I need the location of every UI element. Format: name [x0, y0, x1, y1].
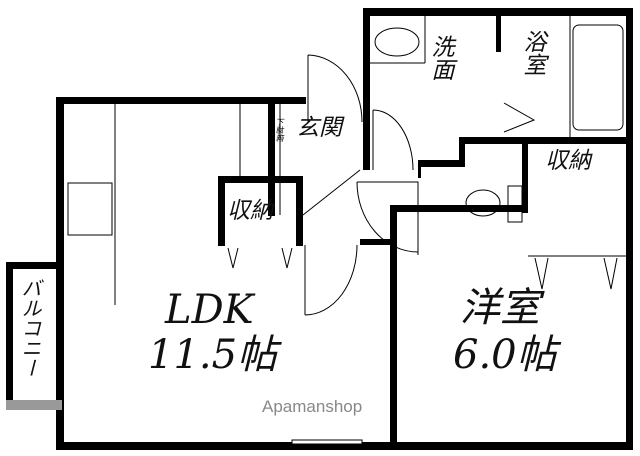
western-room-size: 6.0帖 [453, 332, 557, 378]
watermark: Apamanshop [262, 397, 363, 416]
ldk-name: LDK [165, 287, 254, 333]
bath-label: 浴室 [519, 30, 545, 76]
western-room-name: 洋室 [460, 285, 540, 331]
shoe-storage-label: 下駄箱 [275, 118, 284, 142]
balcony-rail [6, 400, 62, 410]
washroom-label: 洗面 [427, 35, 453, 81]
fixtures [61, 16, 631, 445]
storage-right-label: 収納 [545, 148, 591, 174]
balcony-label: バルコニー [18, 278, 42, 378]
ldk-size: 11.5帖 [148, 332, 278, 378]
storage-small-label: 収納 [227, 198, 273, 224]
entrance-label: 玄関 [296, 115, 342, 141]
